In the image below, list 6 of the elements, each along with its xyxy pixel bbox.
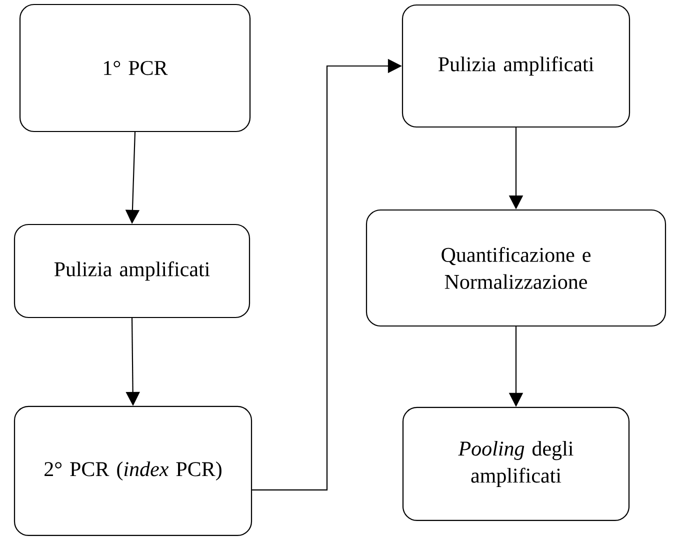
process-box: Pooling degli amplificati xyxy=(402,406,630,522)
process-box: 1° PCR xyxy=(19,4,251,132)
process-box: Pulizia amplificati xyxy=(14,224,250,318)
process-box: 2° PCR (index PCR) xyxy=(14,406,252,536)
process-box: Pulizia amplificati xyxy=(402,4,630,128)
process-box: Quantificazione e Normalizzazione xyxy=(366,209,666,327)
